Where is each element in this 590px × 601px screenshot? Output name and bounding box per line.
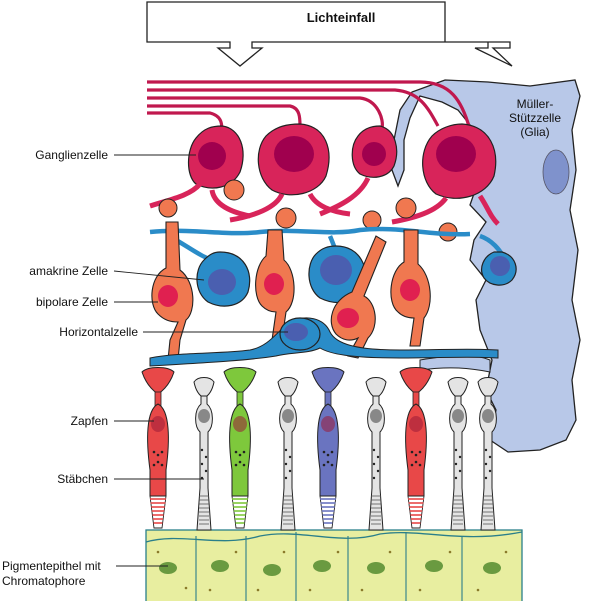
photoreceptor-layer: [141, 367, 499, 531]
label-pigment-2: Chromatophore: [2, 574, 86, 588]
bipolar-cell: [151, 221, 194, 361]
label-muller-2: Stützzelle: [508, 111, 562, 125]
amacrine-cell: [196, 251, 251, 307]
bipolar-cell: [330, 235, 387, 359]
bipolar-cell: [255, 229, 295, 341]
rod-cell: [447, 377, 469, 531]
amacrine-cells: [196, 245, 517, 307]
rod-cell: [277, 377, 299, 531]
light-arrow: [146, 1, 513, 67]
muller-nucleus: [542, 149, 570, 195]
rod-cell: [365, 377, 387, 531]
rod-cell: [193, 377, 215, 531]
label-pigment-1: Pigmentepithel mit: [2, 559, 101, 573]
rod-cell: [477, 377, 499, 531]
leader-lines: [113, 154, 288, 567]
ganglion-cell: [229, 123, 351, 223]
label-muller-3: (Glia): [520, 125, 550, 139]
light-label: Lichteinfall: [306, 10, 376, 25]
label-ganglion: Ganglienzelle: [35, 148, 108, 162]
amacrine-cell: [308, 245, 367, 304]
synapse-cluster: [158, 179, 458, 242]
ganglion-cells: [149, 123, 500, 226]
pigment-epithelium: [145, 529, 523, 601]
bipolar-cell: [390, 229, 431, 347]
cone-cell: [141, 367, 175, 529]
ganglion-cell: [391, 123, 500, 226]
label-muller-1: Müller-: [516, 97, 554, 111]
amacrine-cell: [481, 251, 517, 286]
label-rod: Stäbchen: [57, 472, 108, 486]
cone-cell: [223, 367, 257, 529]
bipolar-cells: [151, 221, 431, 361]
label-bipolar: bipolare Zelle: [35, 295, 108, 309]
cone-cell: [399, 367, 433, 529]
ganglion-cell: [319, 125, 398, 217]
cone-cell: [311, 367, 345, 529]
label-amacrine: amakrine Zelle: [29, 264, 108, 278]
horizontal-cell: [149, 317, 499, 367]
label-horizontal: Horizontalzelle: [59, 325, 138, 339]
label-cone: Zapfen: [70, 414, 108, 428]
